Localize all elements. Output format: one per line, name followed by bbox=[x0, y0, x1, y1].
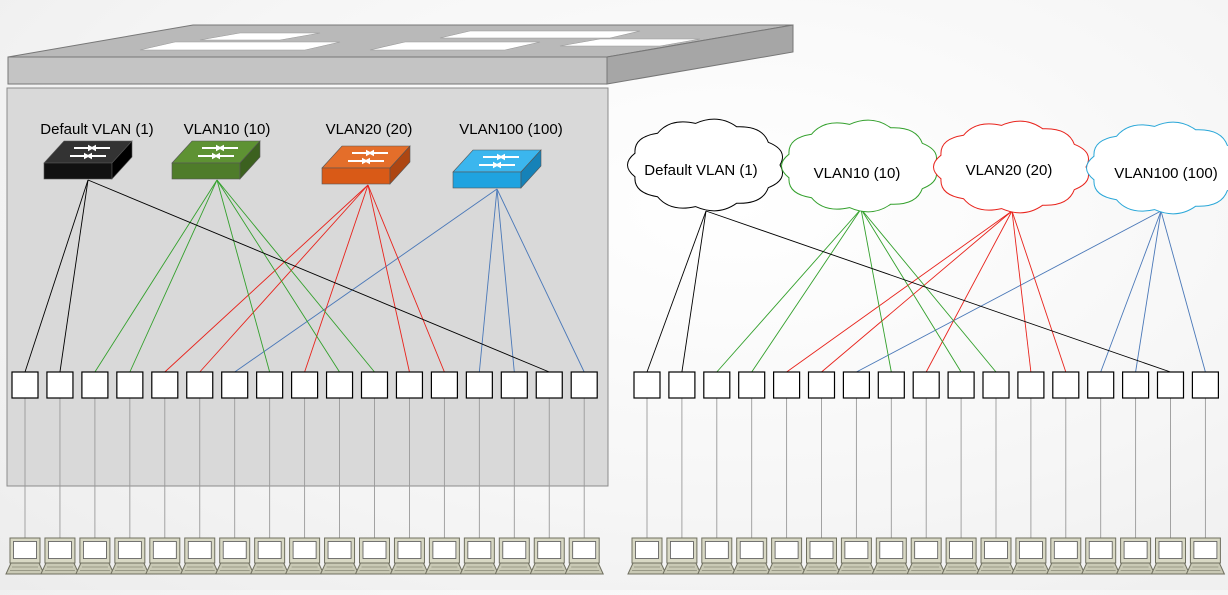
right-port-3[interactable] bbox=[704, 372, 730, 398]
right-port-2[interactable] bbox=[669, 372, 695, 398]
right-computer-icon[interactable] bbox=[907, 538, 945, 574]
left-computer-icon[interactable] bbox=[356, 538, 394, 574]
right-computer-icon[interactable] bbox=[1186, 538, 1224, 574]
left-computer-icon[interactable] bbox=[390, 538, 428, 574]
right-computer-icon[interactable] bbox=[698, 538, 736, 574]
left-computer-icon[interactable] bbox=[565, 538, 603, 574]
right-port-17[interactable] bbox=[1192, 372, 1218, 398]
left-computer-icon[interactable] bbox=[425, 538, 463, 574]
right-link-port-14 bbox=[1101, 211, 1161, 372]
right-computer-icon[interactable] bbox=[628, 538, 666, 574]
left-port-4[interactable] bbox=[117, 372, 143, 398]
right-computer-icon[interactable] bbox=[1117, 538, 1155, 574]
left-computer-icon[interactable] bbox=[111, 538, 149, 574]
right-vlan-label-default: Default VLAN (1) bbox=[644, 162, 757, 179]
right-port-11[interactable] bbox=[983, 372, 1009, 398]
right-link-port-15 bbox=[1136, 211, 1161, 372]
left-port-15[interactable] bbox=[501, 372, 527, 398]
right-vlan-label-vlan100: VLAN100 (100) bbox=[1114, 165, 1217, 182]
right-link-port-11 bbox=[861, 209, 996, 372]
left-port-6[interactable] bbox=[187, 372, 213, 398]
right-computer-icon[interactable] bbox=[837, 538, 875, 574]
left-port-11[interactable] bbox=[362, 372, 388, 398]
right-port-7[interactable] bbox=[843, 372, 869, 398]
left-port-10[interactable] bbox=[327, 372, 353, 398]
right-link-port-5 bbox=[787, 211, 1012, 372]
right-port-4[interactable] bbox=[739, 372, 765, 398]
left-computer-icon[interactable] bbox=[460, 538, 498, 574]
right-computer-icon[interactable] bbox=[733, 538, 771, 574]
right-port-12[interactable] bbox=[1018, 372, 1044, 398]
left-port-12[interactable] bbox=[396, 372, 422, 398]
right-vlan-links bbox=[647, 209, 1205, 372]
left-computer-icon[interactable] bbox=[286, 538, 324, 574]
computers bbox=[6, 538, 1224, 574]
left-port-1[interactable] bbox=[12, 372, 38, 398]
right-port-15[interactable] bbox=[1123, 372, 1149, 398]
left-computer-icon[interactable] bbox=[181, 538, 219, 574]
left-computer-icon[interactable] bbox=[6, 538, 44, 574]
left-vlan-label-vlan10: VLAN10 (10) bbox=[184, 121, 271, 138]
right-port-14[interactable] bbox=[1088, 372, 1114, 398]
right-port-8[interactable] bbox=[878, 372, 904, 398]
left-port-8[interactable] bbox=[257, 372, 283, 398]
left-computer-icon[interactable] bbox=[251, 538, 289, 574]
left-port-3[interactable] bbox=[82, 372, 108, 398]
left-port-5[interactable] bbox=[152, 372, 178, 398]
left-port-9[interactable] bbox=[292, 372, 318, 398]
left-vlan-label-vlan100: VLAN100 (100) bbox=[459, 121, 562, 138]
left-port-17[interactable] bbox=[571, 372, 597, 398]
left-port-16[interactable] bbox=[536, 372, 562, 398]
left-computer-icon[interactable] bbox=[41, 538, 79, 574]
right-vlan-label-vlan20: VLAN20 (20) bbox=[966, 162, 1053, 179]
left-port-14[interactable] bbox=[466, 372, 492, 398]
right-port-10[interactable] bbox=[948, 372, 974, 398]
right-computer-icon[interactable] bbox=[1012, 538, 1050, 574]
left-computer-icon[interactable] bbox=[216, 538, 254, 574]
right-link-port-13 bbox=[1012, 211, 1066, 372]
right-port-5[interactable] bbox=[774, 372, 800, 398]
right-link-port-12 bbox=[1012, 211, 1031, 372]
right-link-port-1 bbox=[647, 211, 706, 372]
right-computer-icon[interactable] bbox=[1047, 538, 1085, 574]
left-computer-icon[interactable] bbox=[146, 538, 184, 574]
left-computer-icon[interactable] bbox=[530, 538, 568, 574]
left-computer-icon[interactable] bbox=[321, 538, 359, 574]
right-computer-icon[interactable] bbox=[768, 538, 806, 574]
right-port-1[interactable] bbox=[634, 372, 660, 398]
left-port-2[interactable] bbox=[47, 372, 73, 398]
right-link-port-2 bbox=[682, 211, 706, 372]
right-computer-icon[interactable] bbox=[872, 538, 910, 574]
left-port-13[interactable] bbox=[431, 372, 457, 398]
left-computer-icon[interactable] bbox=[76, 538, 114, 574]
right-port-16[interactable] bbox=[1158, 372, 1184, 398]
right-vlan-label-vlan10: VLAN10 (10) bbox=[814, 165, 901, 182]
right-computer-icon[interactable] bbox=[1152, 538, 1190, 574]
left-port-7[interactable] bbox=[222, 372, 248, 398]
switch-ports bbox=[12, 372, 1218, 398]
chassis-front bbox=[8, 57, 607, 84]
right-computer-icon[interactable] bbox=[942, 538, 980, 574]
right-link-port-17 bbox=[1161, 211, 1205, 372]
right-port-9[interactable] bbox=[913, 372, 939, 398]
right-computer-icon[interactable] bbox=[663, 538, 701, 574]
right-port-13[interactable] bbox=[1053, 372, 1079, 398]
right-port-6[interactable] bbox=[809, 372, 835, 398]
right-computer-icon[interactable] bbox=[977, 538, 1015, 574]
left-vlan-label-vlan20: VLAN20 (20) bbox=[326, 121, 413, 138]
right-computer-icon[interactable] bbox=[803, 538, 841, 574]
right-computer-icon[interactable] bbox=[1082, 538, 1120, 574]
right-link-port-7 bbox=[856, 211, 1161, 372]
right-link-port-6 bbox=[822, 211, 1013, 372]
left-vlan-label-default: Default VLAN (1) bbox=[40, 121, 153, 138]
right-link-port-3 bbox=[717, 209, 861, 372]
switch-chassis bbox=[8, 25, 793, 84]
right-link-port-16 bbox=[706, 211, 1171, 372]
left-computer-icon[interactable] bbox=[495, 538, 533, 574]
right-link-port-4 bbox=[752, 209, 861, 372]
